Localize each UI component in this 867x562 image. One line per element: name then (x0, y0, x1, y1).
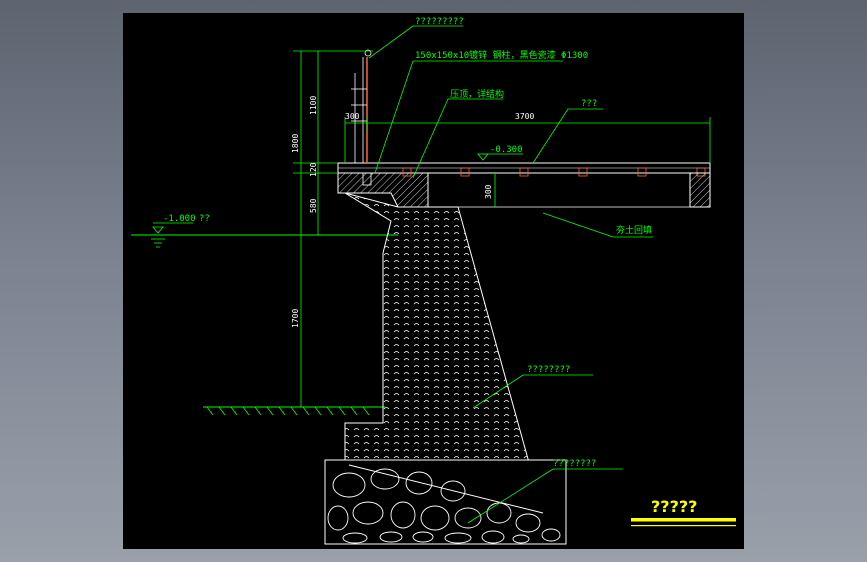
cad-drawing-canvas: ????????? 150x150x10镀锌 钢柱，黑色瓷漆 Φ1300 压顶，… (123, 13, 744, 549)
deck-joists (402, 167, 706, 177)
dim-1800: 1800 (291, 134, 300, 153)
ground-line (203, 406, 385, 416)
dim-120: 120 (309, 162, 318, 177)
water-level-label: -1.000 (163, 214, 196, 224)
retaining-wall (344, 192, 544, 514)
leader-lines (368, 25, 653, 524)
deck-level-marker (477, 153, 489, 161)
title-underline (631, 518, 736, 527)
deck-note-label: ??? (581, 99, 597, 109)
dim-300-top: 300 (345, 112, 360, 121)
drawing-title: ????? (651, 497, 697, 516)
dim-1100: 1100 (309, 96, 318, 115)
dim-580: 580 (309, 198, 318, 213)
dim-300-beam: 300 (484, 184, 493, 199)
deck-level-label: -0.300 (490, 145, 523, 155)
base-note-label: ???????? (553, 459, 596, 469)
dim-3700: 3700 (515, 112, 534, 121)
railing-note-label: ????????? (415, 17, 464, 27)
post-spec-label: 150x150x10镀锌 钢柱，黑色瓷漆 Φ1300 (415, 49, 588, 61)
beam-note-label: 压顶，详结构 (450, 88, 504, 100)
wall-note-label: ???????? (527, 365, 570, 375)
stone-foundation (324, 459, 567, 545)
dim-1700: 1700 (291, 309, 300, 328)
end-beam (428, 172, 711, 208)
fill-note-label: 夯土回填 (616, 224, 652, 236)
dimension-lines (293, 50, 711, 408)
cap-beam (337, 172, 429, 208)
water-note-label: ?? (199, 214, 210, 224)
water-level-marker (151, 222, 193, 248)
railing (351, 49, 372, 186)
